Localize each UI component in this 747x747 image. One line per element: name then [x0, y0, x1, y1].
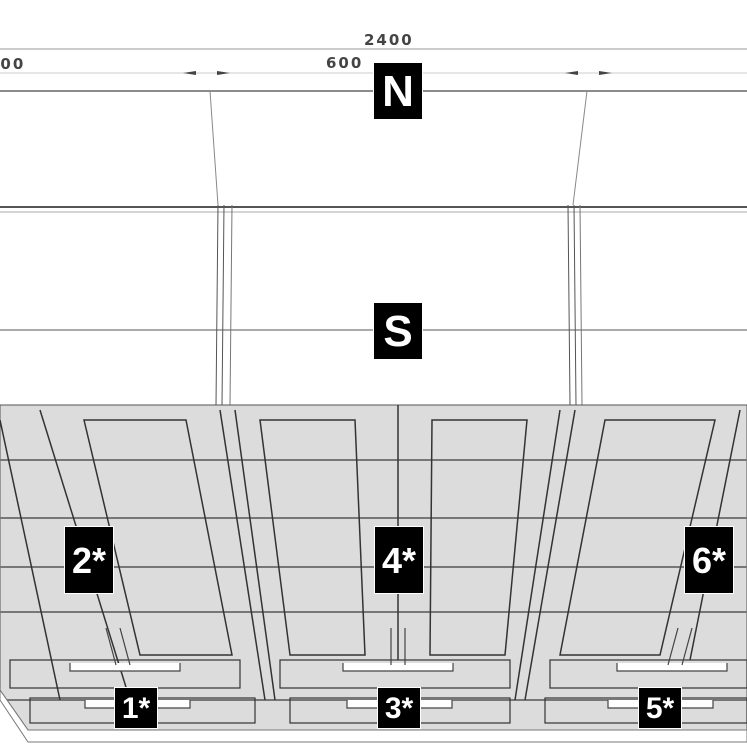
dimension-center-label: 600 — [326, 54, 364, 72]
arrow-icon — [565, 71, 578, 75]
unit-label-3: 3* — [377, 687, 421, 729]
unit-label-2: 2* — [64, 526, 114, 594]
unit-label-6: 6* — [684, 526, 734, 594]
dimension-left-label: 600 — [0, 55, 26, 73]
arrow-icon — [599, 71, 612, 75]
unit-label-1: 1* — [114, 687, 158, 729]
unit-label-4: 4* — [374, 526, 424, 594]
arrow-icon — [183, 71, 196, 75]
south-marker: S — [373, 302, 423, 360]
north-marker: N — [373, 62, 423, 120]
arrow-icon — [217, 71, 230, 75]
unit-label-5: 5* — [638, 687, 682, 729]
dimension-total-label: 2400 — [364, 31, 414, 49]
